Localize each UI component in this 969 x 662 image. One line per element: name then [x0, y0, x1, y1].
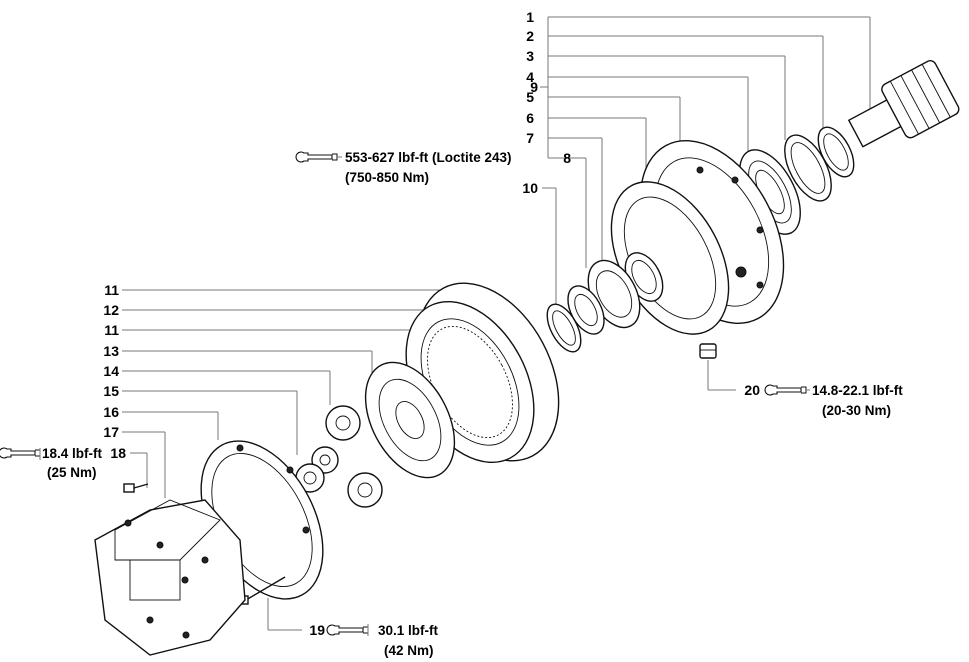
- torque-18-line1: 18.4 lbf-ft: [42, 446, 103, 461]
- callout-2: 2: [526, 28, 534, 44]
- callout-3: 3: [526, 48, 534, 64]
- torque-8-line2: (750-850 Nm): [345, 170, 429, 185]
- callout-11-ring: 11: [104, 282, 119, 298]
- callout-7: 7: [526, 130, 534, 146]
- torque-spec-20: 14.8-22.1 lbf-ft (20-30 Nm): [764, 383, 903, 418]
- callout-13: 13: [103, 343, 119, 359]
- callout-9: 9: [530, 79, 538, 95]
- callout-12: 12: [103, 302, 119, 318]
- torque-19-line1: 30.1 lbf-ft: [378, 623, 439, 638]
- torque-spec-8: 553-627 lbf-ft (Loctite 243) (750-850 Nm…: [295, 150, 512, 185]
- output-shaft: [847, 60, 960, 148]
- callout-20: 20: [744, 382, 760, 398]
- torque-18-line2: (25 Nm): [47, 465, 97, 480]
- torque-20-line2: (20-30 Nm): [822, 403, 891, 418]
- torque-spec-19: 30.1 lbf-ft (42 Nm): [326, 623, 439, 658]
- hydraulic-motor: [94, 499, 246, 656]
- torque-wrench-icon: [295, 151, 338, 163]
- parts-illustration: [94, 60, 960, 656]
- callout-19: 19: [309, 622, 325, 638]
- callout-5: 5: [526, 89, 534, 105]
- callout-10: 10: [522, 180, 538, 196]
- callout-14: 14: [103, 363, 119, 379]
- callout-11-gear: 11: [104, 322, 119, 338]
- callout-16: 16: [103, 404, 119, 420]
- torque-spec-18: 18.4 lbf-ft (25 Nm): [0, 446, 103, 480]
- callout-18: 18: [110, 445, 126, 461]
- torque-wrench-icon: [764, 384, 807, 396]
- callout-4: 4: [526, 69, 534, 85]
- callout-numbers: 1 2 3 4 5 6 7 8 9 10 11 12 11 13 14 15 1…: [103, 9, 760, 638]
- callout-1: 1: [526, 9, 534, 25]
- callout-6: 6: [526, 110, 534, 126]
- torque-wrench-icon: [0, 447, 41, 459]
- callout-15: 15: [103, 383, 119, 399]
- torque-wrench-icon: [326, 624, 369, 636]
- torque-19-line2: (42 Nm): [384, 643, 434, 658]
- torque-20-line1: 14.8-22.1 lbf-ft: [812, 383, 903, 398]
- callout-17: 17: [103, 424, 119, 440]
- torque-8-line1: 553-627 lbf-ft (Loctite 243): [345, 150, 512, 165]
- callout-8: 8: [563, 150, 571, 166]
